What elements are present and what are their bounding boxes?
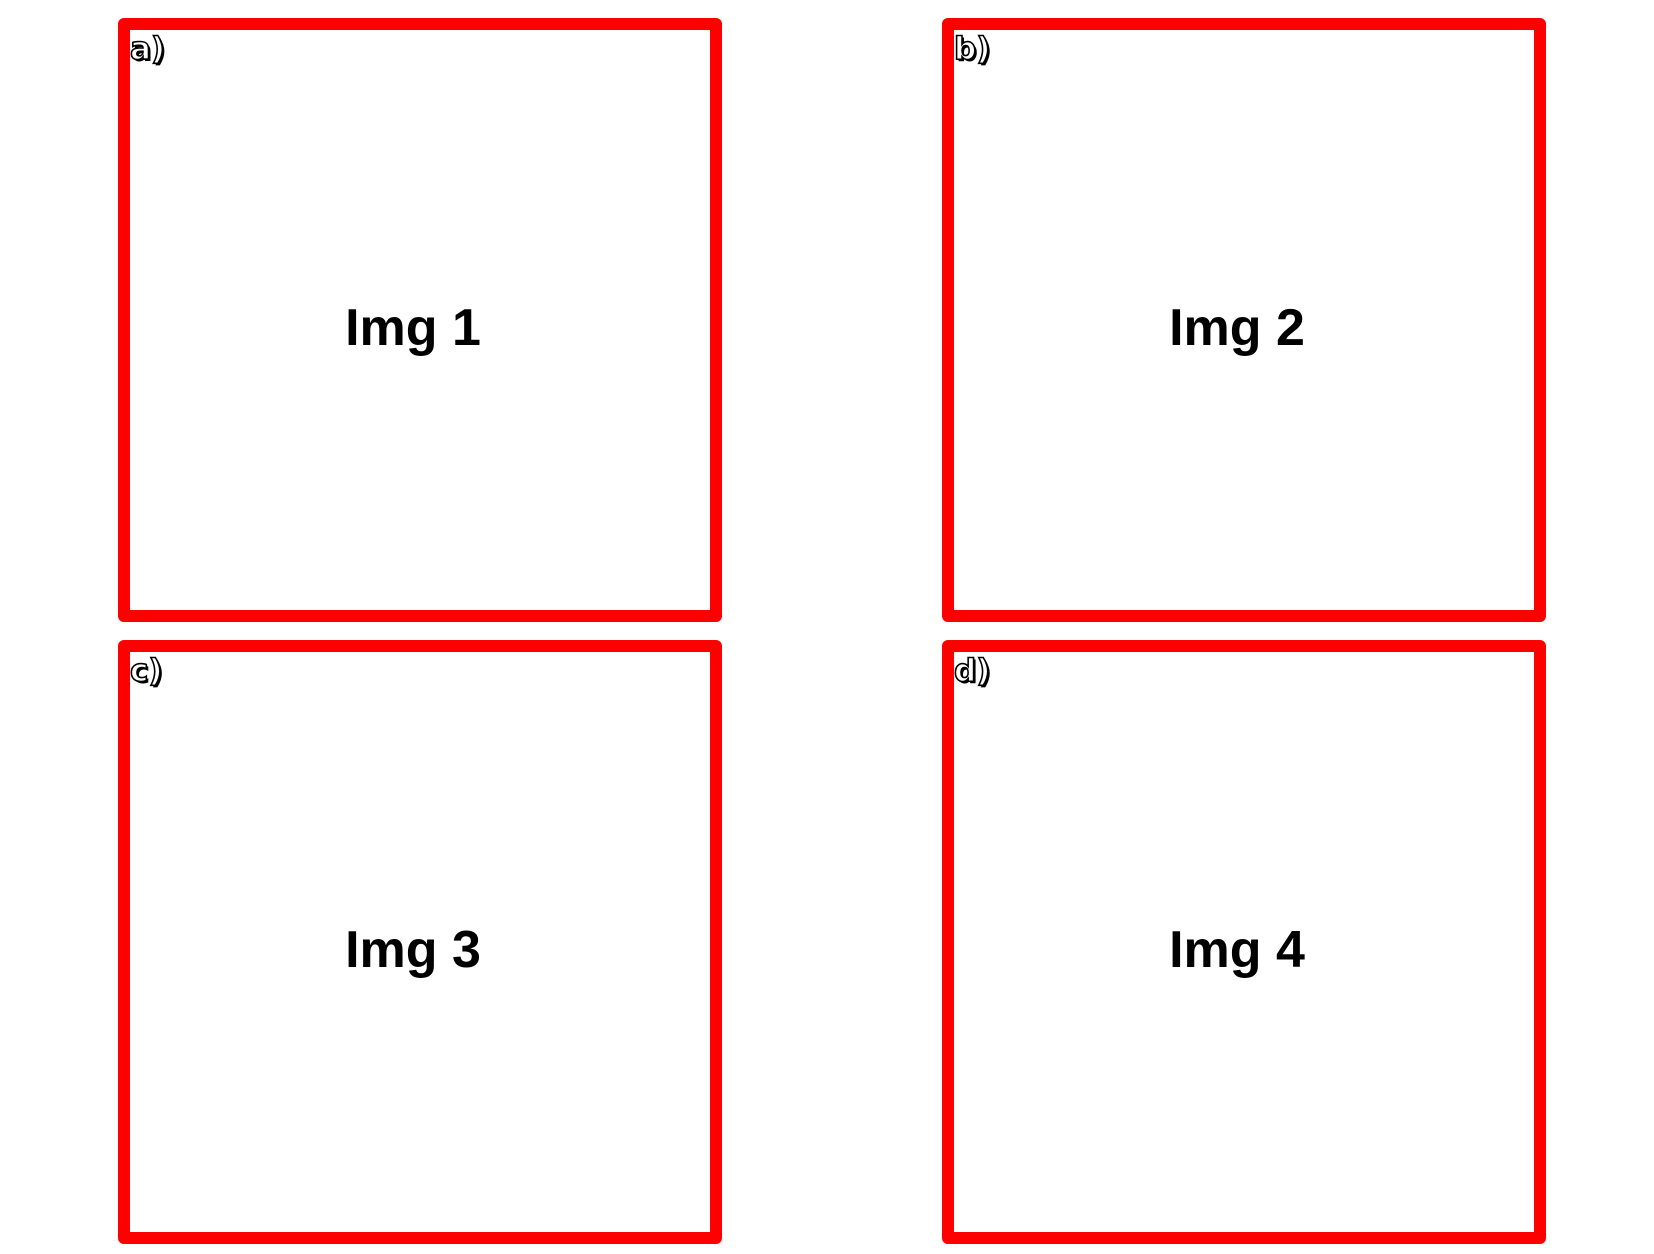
panel-a: a) Img 1 — [118, 18, 722, 622]
panel-d: d) Img 4 — [942, 640, 1546, 1244]
panel-letter: a) — [129, 31, 166, 67]
panel-c: c) Img 3 — [118, 640, 722, 1244]
panel-letter: c) — [129, 653, 163, 689]
panel-caption: Img 2 — [1169, 299, 1305, 357]
panel-caption: Img 3 — [345, 921, 481, 979]
panel-b: b) Img 2 — [942, 18, 1546, 622]
panel-letter: d) — [953, 653, 991, 689]
panel-caption: Img 1 — [345, 299, 481, 357]
panel-caption: Img 4 — [1169, 921, 1305, 979]
panel-letter: b) — [953, 31, 991, 67]
